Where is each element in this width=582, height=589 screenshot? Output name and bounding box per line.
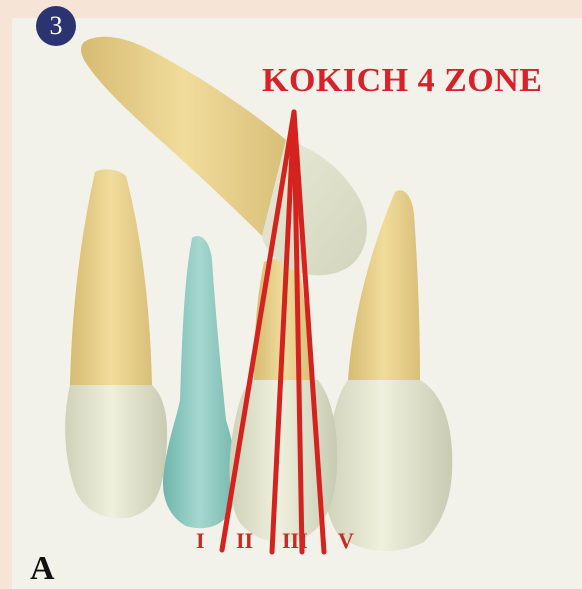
figure-number-badge: 3 [36,6,76,46]
panel-letter: A [30,552,55,586]
figure-title: KOKICH 4 ZONE [262,62,542,100]
central-incisor [65,169,167,518]
zone-label-3: III [282,530,308,552]
zone-label-2: II [236,530,253,552]
zone-label-4: V [338,530,354,552]
zone-label-1: I [196,530,205,552]
figure-number: 3 [50,13,63,39]
lateral-incisor [163,236,235,528]
